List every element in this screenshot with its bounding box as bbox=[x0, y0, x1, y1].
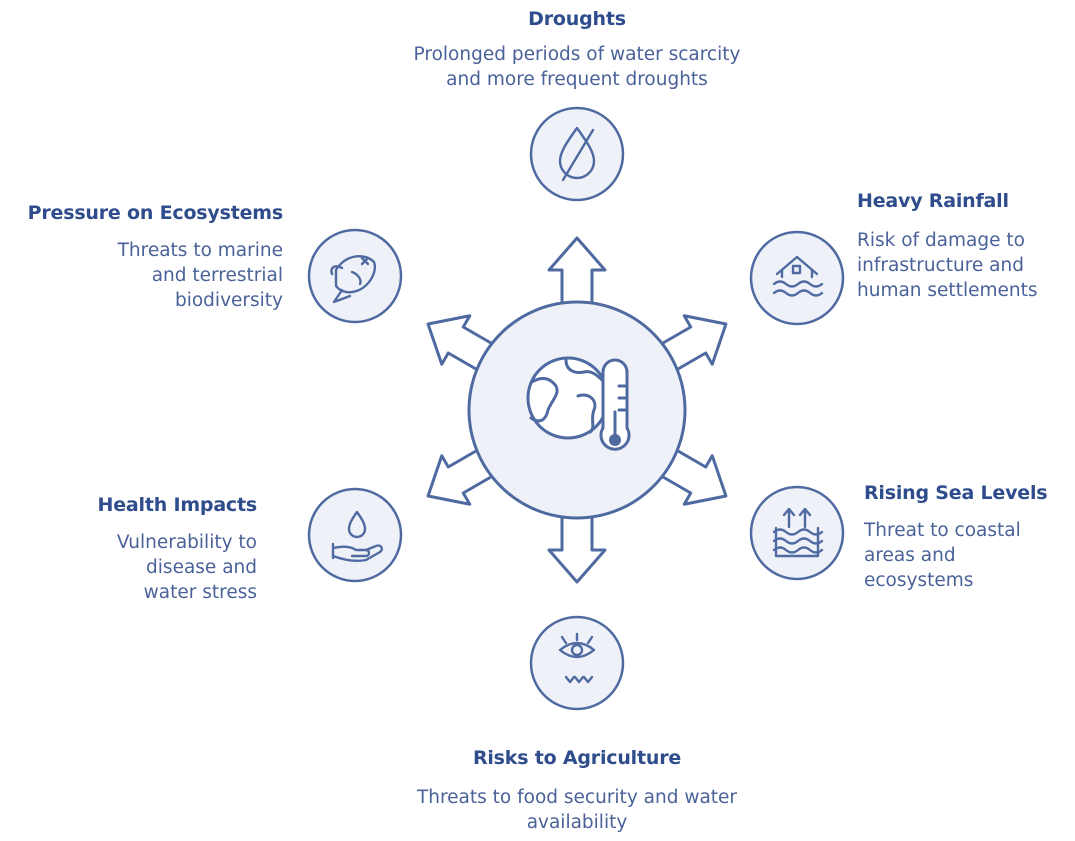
droughts-title: Droughts bbox=[528, 8, 626, 30]
health-node bbox=[307, 487, 403, 583]
rising-sea-levels-desc-line: ecosystems bbox=[864, 570, 974, 591]
agriculture-node bbox=[529, 615, 625, 711]
rising-sea-levels-description: Threat to coastal areas and ecosystems bbox=[864, 518, 1069, 593]
heavy-rainfall-label: Heavy Rainfall Risk of damage to infrast… bbox=[857, 190, 1072, 303]
droughts-description: Prolonged periods of water scarcity and … bbox=[360, 42, 794, 92]
ecosystems-description: Threats to marine and terrestrial biodiv… bbox=[8, 238, 283, 313]
ecosystems-title: Pressure on Ecosystems bbox=[27, 202, 284, 224]
health-title: Health Impacts bbox=[97, 494, 258, 516]
droughts-label: Droughts Prolonged periods of water scar… bbox=[360, 8, 794, 92]
rising-waves-icon bbox=[772, 507, 824, 558]
health-label: Health Impacts Vulnerability to disease … bbox=[40, 494, 258, 605]
hand-water-drop-icon bbox=[331, 510, 384, 562]
rising-sea-levels-desc-line: Threat to coastal bbox=[864, 520, 1021, 541]
ecosystems-node bbox=[307, 228, 403, 324]
rising-sea-levels-label: Rising Sea Levels Threat to coastal area… bbox=[864, 482, 1069, 593]
rising-sea-levels-desc-line: areas and bbox=[864, 545, 956, 566]
crop-watch-icon bbox=[558, 632, 596, 684]
flooded-house-icon bbox=[772, 255, 824, 297]
no-water-drop-icon bbox=[558, 126, 596, 182]
heavy-rainfall-desc-line: human settlements bbox=[857, 280, 1038, 301]
health-desc-line: disease and bbox=[146, 557, 257, 578]
health-description: Vulnerability to disease and water stres… bbox=[40, 530, 257, 605]
droughts-node bbox=[529, 106, 625, 202]
globe-icon bbox=[526, 356, 610, 440]
droughts-desc-line: Prolonged periods of water scarcity bbox=[413, 44, 741, 65]
droughts-desc-line: and more frequent droughts bbox=[446, 69, 708, 90]
ecosystems-desc-line: and terrestrial bbox=[151, 265, 283, 286]
heavy-rainfall-title: Heavy Rainfall bbox=[857, 190, 1009, 212]
health-desc-line: Vulnerability to bbox=[116, 532, 257, 553]
heavy-rainfall-desc-line: infrastructure and bbox=[857, 255, 1024, 276]
agriculture-description: Threats to food security and water avail… bbox=[360, 785, 794, 835]
agriculture-desc-line: availability bbox=[526, 812, 628, 833]
thermometer-icon bbox=[599, 358, 631, 451]
fish-icon bbox=[330, 254, 377, 304]
ecosystems-label: Pressure on Ecosystems Threats to marine… bbox=[8, 202, 284, 313]
ecosystems-desc-line: Threats to marine bbox=[117, 240, 283, 261]
ecosystems-desc-line: biodiversity bbox=[174, 290, 283, 311]
rising-sea-levels-title: Rising Sea Levels bbox=[864, 482, 1048, 504]
agriculture-title: Risks to Agriculture bbox=[472, 747, 682, 769]
heavy-rainfall-node bbox=[749, 230, 845, 326]
heavy-rainfall-desc-line: Risk of damage to bbox=[857, 230, 1025, 251]
health-desc-line: water stress bbox=[143, 582, 257, 603]
agriculture-label: Risks to Agriculture Threats to food sec… bbox=[360, 747, 794, 835]
agriculture-desc-line: Threats to food security and water bbox=[416, 787, 738, 808]
heavy-rainfall-description: Risk of damage to infrastructure and hum… bbox=[857, 228, 1072, 303]
